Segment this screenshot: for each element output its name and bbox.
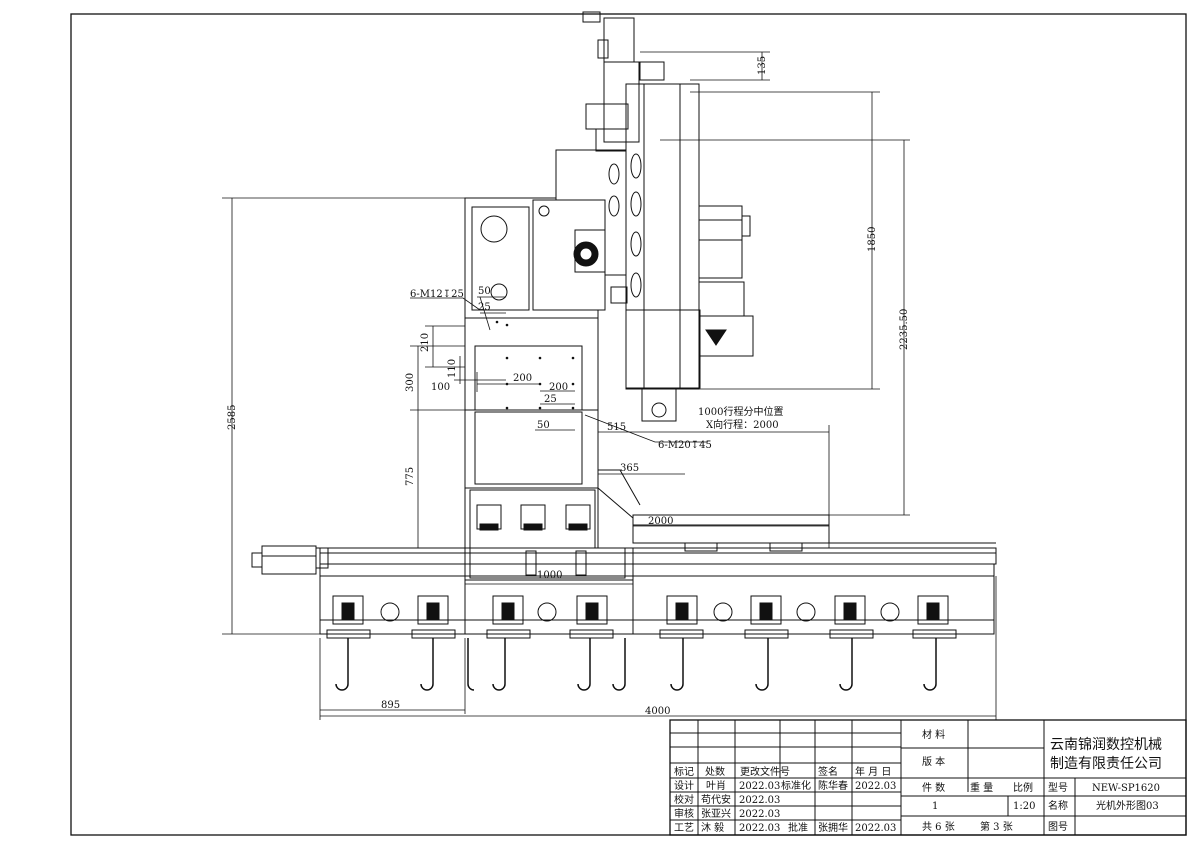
dim-135: 135: [757, 56, 768, 75]
drawing-number-label: 图号: [1048, 821, 1068, 833]
machine-base-body: [319, 563, 995, 635]
header-count: 处数: [705, 765, 725, 778]
drawing-frame: [70, 13, 1187, 836]
name-value: 光机外形图03: [1096, 799, 1159, 812]
model-label: 型号: [1048, 781, 1068, 794]
approve-date: 2022.03: [855, 823, 896, 834]
process-date: 2022.03: [739, 823, 780, 834]
machine-base-rail: [319, 547, 997, 565]
dim-100: 100: [431, 382, 450, 393]
scale-label: 比例: [1013, 781, 1033, 794]
review-label: 审核: [674, 807, 694, 820]
version-label: 版 本: [922, 755, 945, 768]
dim-50-b: 50: [537, 420, 550, 431]
review-name: 张亚兴: [701, 808, 731, 820]
check-label: 校对: [674, 793, 694, 806]
material-label: 材 料: [922, 728, 945, 741]
dim-515: 515: [607, 422, 626, 433]
qty-value: 1: [932, 801, 938, 812]
note-holes-m12: 6-M12↧25: [410, 289, 464, 300]
title-block-text: 云南锦润数控机械 制造有限责任公司 材 料 版 本 标记 处数 更改文件号 签名…: [674, 728, 1162, 834]
approve-label: 批准: [788, 821, 808, 834]
dimension-lines: [222, 51, 997, 720]
x-axis-motor: [261, 545, 317, 575]
hole-marks: [495, 320, 575, 410]
machine-side-view: [251, 11, 997, 691]
spindle-head: [532, 11, 701, 422]
dim-365: 365: [620, 463, 639, 474]
y-axis-motor: [698, 205, 754, 357]
process-name: 沐 毅: [701, 821, 724, 834]
title-block: [669, 719, 1187, 836]
standardization-name: 陈华春: [818, 779, 848, 792]
model-value: NEW-SP1620: [1092, 783, 1160, 794]
sheet-number: 第 3 张: [980, 820, 1013, 833]
dim-2585: 2585: [227, 405, 238, 430]
weight-label: 重 量: [970, 781, 993, 794]
dim-50-a: 50: [478, 286, 491, 297]
dim-300: 300: [405, 373, 416, 392]
company-name-line2: 制造有限责任公司: [1050, 756, 1162, 772]
check-name: 苟代安: [701, 793, 731, 806]
dim-25-a: 25: [478, 302, 491, 313]
header-mark: 标记: [674, 766, 694, 778]
name-label: 名称: [1048, 799, 1068, 812]
dim-1850: 1850: [867, 227, 878, 252]
header-sign: 签名: [818, 765, 838, 778]
dim-200-b: 200: [549, 382, 568, 393]
dim-110: 110: [447, 359, 458, 378]
process-label: 工艺: [674, 822, 694, 834]
total-sheets: 共 6 张: [922, 821, 955, 833]
approve-name: 张拥华: [818, 821, 848, 834]
leveling-pockets: [332, 595, 949, 625]
design-date: 2022.03: [739, 781, 780, 792]
dim-775: 775: [405, 467, 416, 486]
header-date: 年 月 日: [855, 765, 891, 778]
note-travel-mid: 1000行程分中位置: [698, 405, 783, 418]
dim-895: 895: [381, 700, 400, 711]
lifting-hooks: [335, 638, 937, 691]
dim-25-b: 25: [544, 394, 557, 405]
review-date: 2022.03: [739, 809, 780, 820]
company-name-line1: 云南锦润数控机械: [1050, 736, 1162, 753]
qty-label: 件 数: [922, 781, 945, 794]
dim-210: 210: [420, 333, 431, 352]
design-label: 设计: [674, 779, 694, 792]
design-name: 叶肖: [706, 779, 726, 792]
standardization-label: 标准化: [781, 779, 811, 792]
check-date: 2022.03: [739, 795, 780, 806]
dim-200-a: 200: [513, 373, 532, 384]
note-holes-m20: 6-M20↧45: [658, 440, 712, 451]
dim-2235: 2235.50: [899, 309, 910, 350]
scale-value: 1:20: [1013, 801, 1035, 812]
dim-2000: 2000: [648, 516, 673, 527]
dim-1000: 1000: [537, 570, 562, 581]
dim-4000: 4000: [645, 706, 670, 717]
standardization-date: 2022.03: [855, 781, 896, 792]
dimension-labels: 135 1850 2235.50 2585 210 300 775 110 10…: [227, 56, 910, 717]
header-change-doc: 更改文件号: [740, 765, 790, 778]
note-x-travel: X向行程：2000: [706, 418, 779, 431]
